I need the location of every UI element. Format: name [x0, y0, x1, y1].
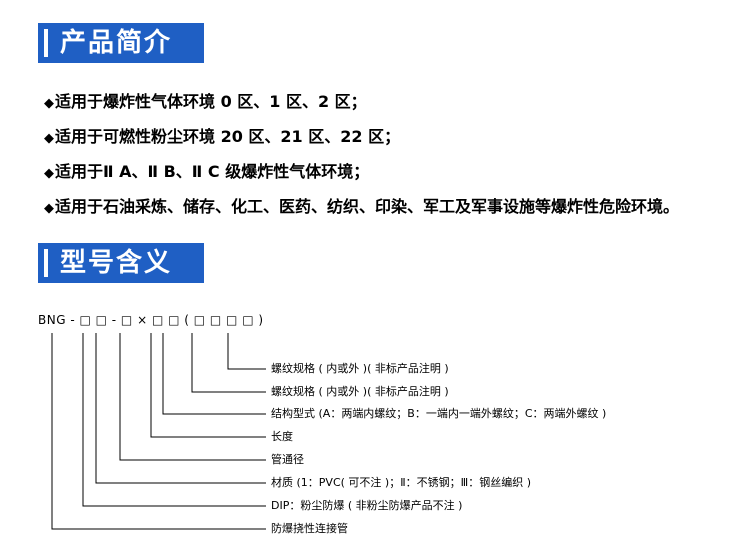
leader-line [150, 333, 266, 438]
header-stripe [44, 249, 48, 277]
model-desc-dust-explosion: DIP：粉尘防爆 ( 非粉尘防爆产品不注 ) [271, 499, 463, 512]
model-desc-length: 长度 [271, 430, 293, 443]
list-item: ◆适用于石油采炼、储存、化工、医药、纺织、印染、军工及军事设施等爆炸性危险环境。 [44, 197, 744, 232]
list-item-text: 适用于爆炸性气体环境 0 区、1 区、2 区； [55, 92, 367, 111]
leader-line [119, 333, 266, 461]
diamond-bullet-icon: ◆ [44, 166, 54, 181]
leader-line [82, 333, 266, 507]
leader-line [51, 333, 266, 530]
section-title: 型号含义 [60, 248, 173, 278]
diamond-bullet-icon: ◆ [44, 131, 54, 146]
section-header-model-meaning: 型号含义 [38, 243, 204, 283]
list-item-text: 适用于Ⅱ A、Ⅱ B、Ⅱ C 级爆炸性气体环境； [55, 162, 370, 181]
model-desc-product-name: 防爆挠性连接管 [271, 522, 348, 535]
list-item-text: 适用于石油采炼、储存、化工、医药、纺织、印染、军工及军事设施等爆炸性危险环境。 [55, 197, 680, 216]
diamond-bullet-icon: ◆ [44, 201, 54, 216]
model-desc-material: 材质 (1：PVC( 可不注 )；Ⅱ：不锈钢；Ⅲ：钢丝编织 ) [271, 476, 531, 489]
model-desc-thread-spec-1: 螺纹规格 ( 内或外 )( 非标产品注明 ) [271, 362, 449, 375]
leader-line [95, 333, 266, 484]
model-desc-thread-spec-2: 螺纹规格 ( 内或外 )( 非标产品注明 ) [271, 385, 449, 398]
leader-line [162, 333, 266, 415]
model-desc-pipe-diameter: 管通径 [271, 453, 304, 466]
model-desc-structure-type: 结构型式 (A：两端内螺纹；B：一端内一端外螺纹；C：两端外螺纹 ) [271, 407, 607, 420]
list-item: ◆适用于Ⅱ A、Ⅱ B、Ⅱ C 级爆炸性气体环境； [44, 162, 744, 197]
list-item: ◆适用于可燃性粉尘环境 20 区、21 区、22 区； [44, 127, 744, 162]
section-title: 产品简介 [60, 28, 173, 58]
diamond-bullet-icon: ◆ [44, 96, 54, 111]
header-stripe [44, 29, 48, 57]
section-header-product-intro: 产品简介 [38, 23, 204, 63]
list-item: ◆适用于爆炸性气体环境 0 区、1 区、2 区； [44, 92, 744, 127]
feature-list: ◆适用于爆炸性气体环境 0 区、1 区、2 区； ◆适用于可燃性粉尘环境 20 … [44, 92, 744, 232]
model-code: BNG - □ □ - □ × □ □ ( □ □ □ □ ) [38, 313, 264, 327]
leader-line [191, 333, 266, 393]
leader-line [227, 333, 266, 370]
list-item-text: 适用于可燃性粉尘环境 20 区、21 区、22 区； [55, 127, 401, 146]
